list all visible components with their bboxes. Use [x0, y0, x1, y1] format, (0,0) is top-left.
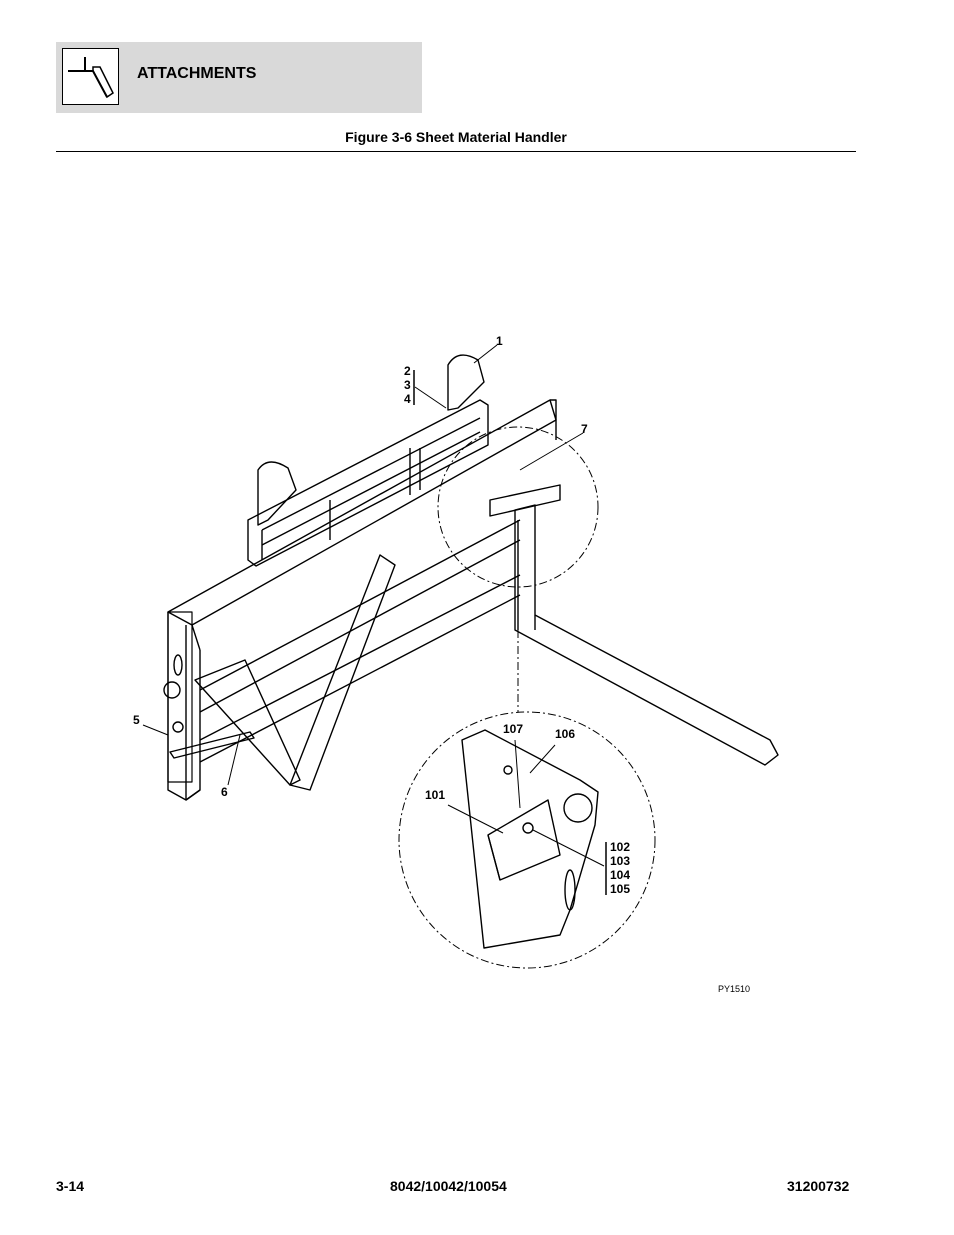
callout-7: 7 — [581, 422, 588, 436]
callout-2: 2 — [404, 364, 411, 378]
title-rule — [56, 151, 856, 152]
callout-103: 103 — [610, 854, 631, 868]
callout-3: 3 — [404, 378, 411, 392]
attachment-hook-icon — [62, 48, 119, 105]
callout-group-2-4: 2 3 4 — [404, 364, 411, 406]
figure-code: PY1510 — [718, 984, 751, 994]
manual-number: 31200732 — [787, 1178, 850, 1194]
callout-group-102-105: 102 103 104 105 — [610, 840, 630, 896]
callout-107: 107 — [503, 722, 524, 736]
callout-101: 101 — [425, 788, 446, 802]
callout-102: 102 — [610, 840, 631, 854]
callout-105: 105 — [610, 882, 631, 896]
section-title: ATTACHMENTS — [137, 65, 257, 82]
callout-5: 5 — [133, 713, 140, 727]
callout-1: 1 — [496, 334, 503, 348]
page-number: 3-14 — [56, 1178, 85, 1194]
callout-104: 104 — [610, 868, 631, 882]
callout-106: 106 — [555, 727, 576, 741]
callout-6: 6 — [221, 785, 228, 799]
callout-4: 4 — [404, 392, 411, 406]
figure-title: Figure 3-6 Sheet Material Handler — [345, 129, 567, 145]
model-numbers: 8042/10042/10054 — [390, 1178, 507, 1194]
